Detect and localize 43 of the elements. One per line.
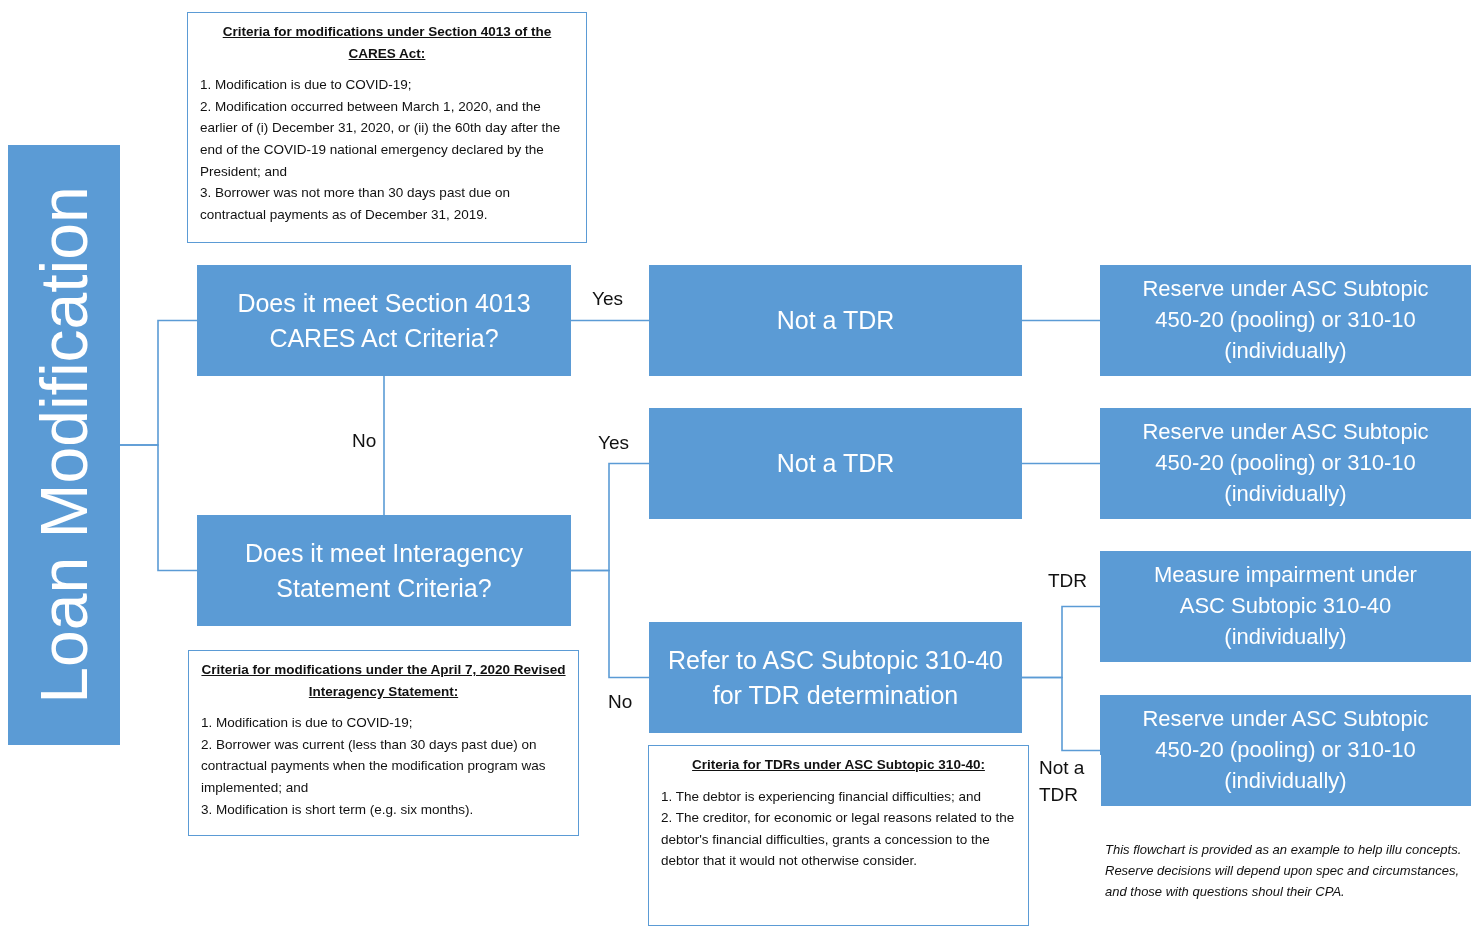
- box-text: Reserve under ASC Subtopic 450-20 (pooling) or 310-10 (individually): [1141, 275, 1430, 365]
- criteria-item: 1. The debtor is experiencing financial difficulties; and: [661, 787, 982, 806]
- result-box: [1100, 695, 1471, 806]
- disclaimer-note: This flowchart is provided as an example to help illu concepts. Reserve decisions will depend upon spec and circumstances, and those with questions shoul their CPA.: [1105, 841, 1463, 901]
- box-text: Not a TDR: [776, 305, 895, 336]
- criteria-item: 1. Modification is due to COVID-19;: [200, 76, 413, 95]
- connector-line: [570, 319, 650, 322]
- box-text: Does it meet Interagency Statement Criteria?: [244, 537, 524, 604]
- criteria-item: 2. Modification occurred between March 1, 2020, and the earlier of (i) December 31, 2020, or (ii) the 60th day after the end of the COVID-19 national emergency declared by the President; and: [200, 97, 562, 181]
- title-band: [8, 145, 120, 745]
- box-text: Does it meet Section 4013 CARES Act Criteria?: [236, 287, 532, 354]
- connector-line: [1021, 462, 1101, 465]
- result-box: [1100, 408, 1471, 519]
- criteria-box: [188, 650, 579, 836]
- box-text: Reserve under ASC Subtopic 450-20 (pooling) or 310-10 (individually): [1141, 705, 1430, 795]
- criteria-box: [648, 745, 1029, 926]
- criteria-item: 3. Borrower was not more than 30 days past due on contractual payments as of December 31, 2019.: [200, 184, 511, 224]
- process-box: [649, 408, 1022, 519]
- criteria-item: 2. Borrower was current (less than 30 days past due) on contractual payments when the modification program was implemented; and: [201, 735, 547, 797]
- connector-line: [570, 569, 650, 679]
- band-title: Loan Modification: [31, 186, 97, 704]
- criteria-item: 2. The creditor, for economic or legal reasons related to the debtor's financial difficulties, grants a concession to the debtor that it would not otherwise consider.: [661, 809, 1016, 871]
- result-box: [1100, 265, 1471, 376]
- criteria-heading: Criteria for modifications under the April 7, 2020 Revised Interagency Statement:: [201, 661, 566, 701]
- result-box: [1100, 551, 1471, 662]
- criteria-heading: Criteria for modifications under Section 4013 of the CARES Act:: [221, 23, 553, 63]
- process-box: [197, 515, 571, 626]
- criteria-item: 3. Modification is short term (e.g. six months).: [201, 800, 475, 819]
- process-box: [649, 265, 1022, 376]
- criteria-item: 1. Modification is due to COVID-19;: [201, 714, 414, 733]
- connector-line: [1021, 319, 1101, 322]
- box-text: Not a TDR: [776, 448, 895, 479]
- criteria-heading: Criteria for TDRs under ASC Subtopic 310-40:: [691, 756, 986, 774]
- box-text: Refer to ASC Subtopic 310-40 for TDR determination: [667, 644, 1004, 711]
- connector-line: [119, 444, 198, 572]
- criteria-box: [187, 12, 587, 243]
- connector-line: [383, 375, 385, 516]
- edge-label: Not a TDR: [1037, 755, 1101, 809]
- box-text: Measure impairment under ASC Subtopic 310-40 (individually): [1153, 561, 1418, 651]
- connector-line: [1021, 676, 1101, 752]
- process-box: [197, 265, 571, 376]
- process-box: [649, 622, 1022, 733]
- box-text: Reserve under ASC Subtopic 450-20 (pooling) or 310-10 (individually): [1141, 418, 1430, 508]
